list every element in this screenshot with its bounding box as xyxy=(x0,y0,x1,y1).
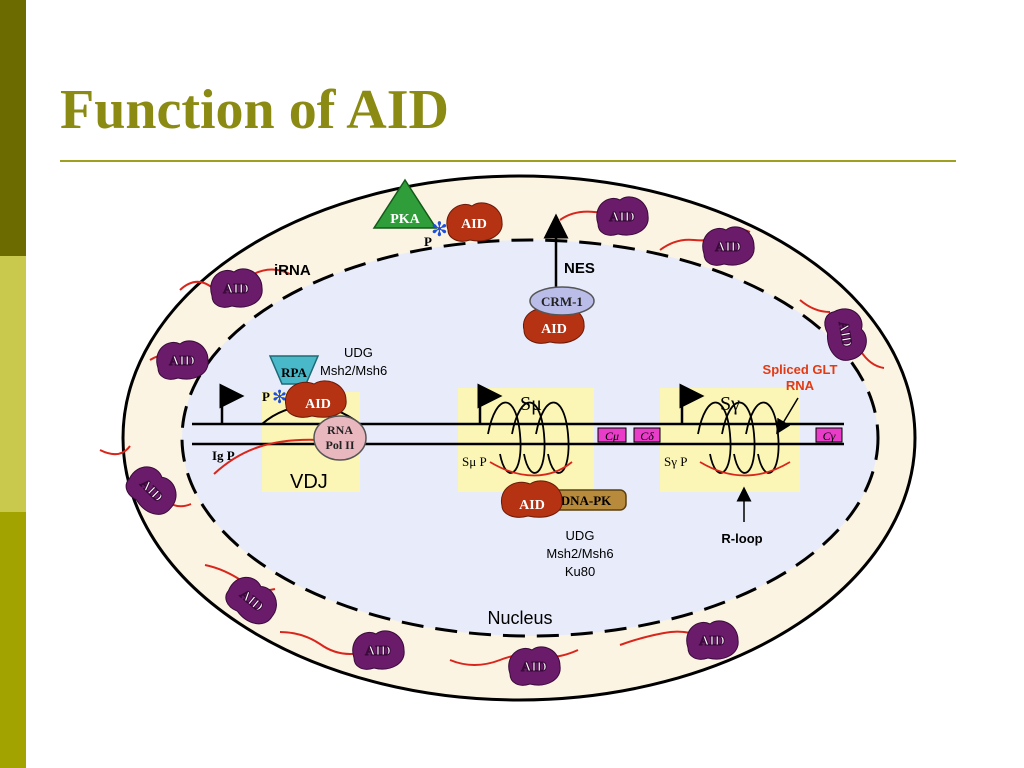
aid-protein-cyto-5: AID xyxy=(352,630,405,670)
c-gamma-box xyxy=(815,427,843,443)
c-mu-label: Cμ xyxy=(605,429,619,443)
aid-protein-cyto-6: AID xyxy=(508,646,561,686)
sidebar-band-mid xyxy=(0,512,26,768)
rpa-label: RPA xyxy=(281,365,307,380)
aid-protein-cyto-10: AID xyxy=(824,308,867,361)
aid-label: AID xyxy=(835,320,854,348)
rna-pol-ii xyxy=(313,415,367,461)
aid-label: AID xyxy=(699,634,725,649)
r-loop-label: R-loop xyxy=(721,531,762,546)
c-mu-box xyxy=(597,427,627,443)
sidebar-band-light xyxy=(0,256,26,512)
aid-protein-s-mu: AID xyxy=(500,480,563,518)
aid-protein-cyto-9: AID xyxy=(702,226,755,266)
spliced-rna-label-line2: RNA xyxy=(786,378,815,393)
c-gamma-label: Cγ xyxy=(823,429,836,443)
aid-label: AID xyxy=(715,240,741,255)
aid-protein-cyto-8: AID xyxy=(596,196,649,236)
pka-label: PKA xyxy=(390,212,420,227)
crm1-protein xyxy=(529,286,595,316)
aid-label: AID xyxy=(541,322,567,337)
ku80-label: Ku80 xyxy=(565,564,595,579)
udg-label-bottom: UDG xyxy=(566,528,595,543)
aid-label: AID xyxy=(519,498,545,513)
aid-label: AID xyxy=(521,660,547,675)
aid-protein-cyto-7: AID xyxy=(686,620,739,660)
rna-pol-label-line2: Pol II xyxy=(325,438,354,452)
aid-protein-export: AID xyxy=(522,306,585,344)
pka-complex: PKA ✻ P AID xyxy=(372,178,503,249)
nuclear-export: NES AID CRM-1 xyxy=(522,213,595,344)
s-mu-promoter-label: Sμ P xyxy=(462,454,487,469)
slide-title: Function of AID xyxy=(60,79,449,141)
vdj-label: VDJ xyxy=(290,471,328,493)
spliced-rna-pointer xyxy=(776,397,799,435)
aid-protein-cyto-3: AID xyxy=(125,466,177,515)
nucleus-label: Nucleus xyxy=(487,608,552,628)
nes-label: NES xyxy=(564,260,595,277)
phospho-star-icon-vdj: ✻ xyxy=(272,387,287,407)
irna-label: iRNA xyxy=(274,262,311,279)
aid-label: AID xyxy=(223,282,249,297)
phosphate-label-vdj: P xyxy=(262,389,270,404)
aid-protein-cyto-1: AID xyxy=(210,268,263,308)
aid-protein-vdj: AID xyxy=(284,380,347,418)
vdj-complex: RPA P ✻ AID RNA Pol II UDG Msh2/Msh6 xyxy=(262,345,387,461)
dna-pk-label: DNA-PK xyxy=(561,493,612,508)
msh-label-top: Msh2/Msh6 xyxy=(320,363,387,378)
nascent-rna xyxy=(213,438,321,475)
aid-protein-pka: AID xyxy=(446,202,503,242)
aid-label: AID xyxy=(365,644,391,659)
sidebar-band-dark xyxy=(0,0,26,256)
ig-promoter-label: Ig P xyxy=(212,448,235,463)
rna-pol-label-line1: RNA xyxy=(327,423,353,437)
s-gamma-label: Sγ xyxy=(720,393,740,415)
phospho-star-icon: ✻ xyxy=(431,219,448,241)
sidebar-decoration xyxy=(0,0,26,768)
spliced-rna-label-line1: Spliced GLT xyxy=(763,362,838,377)
pka-triangle xyxy=(372,178,438,229)
c-region-boxes: Cμ Cδ Cγ xyxy=(597,427,843,443)
s-mu-complex: DNA-PK AID UDG Msh2/Msh6 Ku80 xyxy=(500,480,627,579)
aid-protein-cyto-4: AID xyxy=(225,576,277,625)
msh-label-bottom: Msh2/Msh6 xyxy=(546,546,613,561)
phosphate-label: P xyxy=(424,234,432,249)
c-delta-label: Cδ xyxy=(640,429,654,443)
crm1-label: CRM-1 xyxy=(541,294,583,309)
s-mu-rloops xyxy=(487,401,573,477)
aid-label: AID xyxy=(305,397,331,412)
aid-label: AID xyxy=(609,210,635,225)
title-divider xyxy=(60,160,956,162)
aid-label: AID xyxy=(169,354,195,369)
udg-label-top: UDG xyxy=(344,345,373,360)
promoter-arrows xyxy=(219,383,705,424)
s-mu-label: Sμ xyxy=(520,393,542,415)
c-delta-box xyxy=(633,427,661,443)
aid-label: AID xyxy=(461,217,487,232)
aid-protein-cyto-2: AID xyxy=(156,340,209,380)
s-gamma-promoter-label: Sγ P xyxy=(664,454,687,469)
